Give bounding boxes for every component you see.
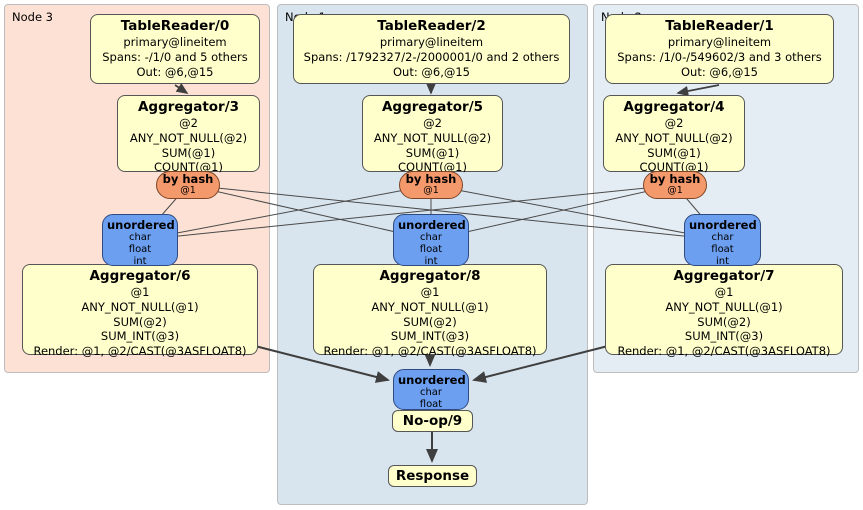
agg-expr: SUM(@2) <box>403 314 457 329</box>
router-title: by hash <box>649 172 701 186</box>
processor-tablereader2: TableReader/2 primary@lineitem Spans: /1… <box>293 14 570 84</box>
processor-spans: Spans: -/1/0 and 5 others <box>102 49 248 64</box>
agg-expr: ANY_NOT_NULL(@1) <box>665 299 783 314</box>
processor-out: Out: @6,@15 <box>393 64 470 79</box>
processor-aggregator8: Aggregator/8 @1 ANY_NOT_NULL(@1) SUM(@2)… <box>313 264 547 358</box>
processor-aggregator5: Aggregator/5 @2 ANY_NOT_NULL(@2) SUM(@1)… <box>362 95 503 175</box>
processor-title: Aggregator/5 <box>381 99 484 115</box>
agg-render: Render: @1, @2/CAST(@3ASFLOAT8) <box>617 344 831 359</box>
router-columns: @1 <box>667 185 683 197</box>
agg-expr: SUM(@2) <box>113 314 167 329</box>
router-title: by hash <box>405 172 457 186</box>
agg-group-cols: @2 <box>179 116 198 131</box>
agg-expr: SUM(@1) <box>647 145 701 160</box>
agg-group-cols: @2 <box>664 116 684 131</box>
processor-tablereader1: TableReader/1 primary@lineitem Spans: /1… <box>605 14 834 84</box>
agg-group-cols: @1 <box>714 285 734 300</box>
agg-render: Render: @1, @2/CAST(@3ASFLOAT8) <box>323 344 537 359</box>
sync-unordered-middle: unordered char float int <box>393 214 469 268</box>
agg-expr: ANY_NOT_NULL(@2) <box>373 130 492 145</box>
sync-type: char <box>711 232 734 244</box>
processor-spans: Spans: /1/0-/549602/3 and 3 others <box>617 49 822 64</box>
region-node3-label: Node 3 <box>12 10 53 24</box>
agg-expr: SUM(@1) <box>405 145 460 160</box>
sync-type: int <box>133 256 147 268</box>
processor-tablereader0: TableReader/0 primary@lineitem Spans: -/… <box>90 14 260 84</box>
agg-expr: ANY_NOT_NULL(@2) <box>129 130 248 145</box>
sync-type: int <box>424 256 438 268</box>
processor-index: primary@lineitem <box>379 35 484 50</box>
processor-title: TableReader/2 <box>377 18 486 34</box>
agg-expr: COUNT(@1) <box>398 160 467 175</box>
sync-type: float <box>419 399 443 411</box>
agg-expr: ANY_NOT_NULL(@1) <box>81 299 199 314</box>
agg-expr: SUM_INT(@3) <box>100 329 180 344</box>
agg-expr: SUM(@1) <box>161 145 216 160</box>
response-node: Response <box>388 465 477 487</box>
sync-type: float <box>419 244 443 256</box>
agg-expr: SUM_INT(@3) <box>684 329 764 344</box>
processor-title: TableReader/1 <box>665 18 774 34</box>
agg-render: Render: @1, @2/CAST(@3ASFLOAT8) <box>33 344 247 359</box>
processor-aggregator3: Aggregator/3 @2 ANY_NOT_NULL(@2) SUM(@1)… <box>117 95 260 175</box>
processor-aggregator6: Aggregator/6 @1 ANY_NOT_NULL(@1) SUM(@2)… <box>22 264 258 358</box>
sync-type: float <box>128 244 152 256</box>
sync-title: unordered <box>107 218 175 232</box>
sync-type: char <box>419 232 443 244</box>
router-columns: @1 <box>180 185 196 197</box>
processor-noop9: No-op/9 <box>392 410 473 432</box>
sync-title: unordered <box>689 218 757 232</box>
agg-expr: ANY_NOT_NULL(@1) <box>371 299 489 314</box>
processor-title: Aggregator/3 <box>137 99 240 115</box>
sync-title: unordered <box>398 218 466 232</box>
agg-group-cols: @1 <box>420 285 440 300</box>
agg-expr: COUNT(@1) <box>639 160 709 175</box>
router-by-hash-left: by hash @1 <box>156 171 220 199</box>
processor-index: primary@lineitem <box>123 35 227 50</box>
router-by-hash-right: by hash @1 <box>643 171 707 199</box>
sync-unordered-left: unordered char float int <box>102 214 178 268</box>
agg-expr: ANY_NOT_NULL(@2) <box>615 130 733 145</box>
response-label: Response <box>395 468 470 484</box>
processor-title: Aggregator/8 <box>379 268 481 284</box>
router-columns: @1 <box>423 185 439 197</box>
processor-title: No-op/9 <box>402 413 463 429</box>
processor-title: Aggregator/7 <box>673 268 775 284</box>
processor-index: primary@lineitem <box>667 35 772 50</box>
router-by-hash-middle: by hash @1 <box>399 171 463 199</box>
agg-expr: SUM(@2) <box>697 314 751 329</box>
sync-type: int <box>715 256 730 268</box>
processor-title: Aggregator/4 <box>623 99 725 115</box>
sync-unordered-right: unordered char float int <box>684 214 761 268</box>
agg-group-cols: @1 <box>130 285 150 300</box>
processor-out: Out: @6,@15 <box>681 64 758 79</box>
processor-title: Aggregator/6 <box>89 268 191 284</box>
processor-out: Out: @6,@15 <box>136 64 214 79</box>
agg-expr: COUNT(@1) <box>154 160 223 175</box>
processor-aggregator4: Aggregator/4 @2 ANY_NOT_NULL(@2) SUM(@1)… <box>603 95 745 175</box>
sync-title: unordered <box>398 373 466 387</box>
processor-spans: Spans: /1792327/2-/2000001/0 and 2 other… <box>303 49 560 64</box>
agg-group-cols: @2 <box>423 116 442 131</box>
sync-type: char <box>128 232 152 244</box>
sync-type: float <box>711 244 734 256</box>
processor-aggregator7: Aggregator/7 @1 ANY_NOT_NULL(@1) SUM(@2)… <box>605 264 843 358</box>
router-title: by hash <box>162 172 214 186</box>
sync-unordered-final: unordered char float <box>393 369 469 410</box>
processor-title: TableReader/0 <box>120 18 230 34</box>
sync-type: char <box>419 387 443 399</box>
agg-expr: SUM_INT(@3) <box>390 329 470 344</box>
